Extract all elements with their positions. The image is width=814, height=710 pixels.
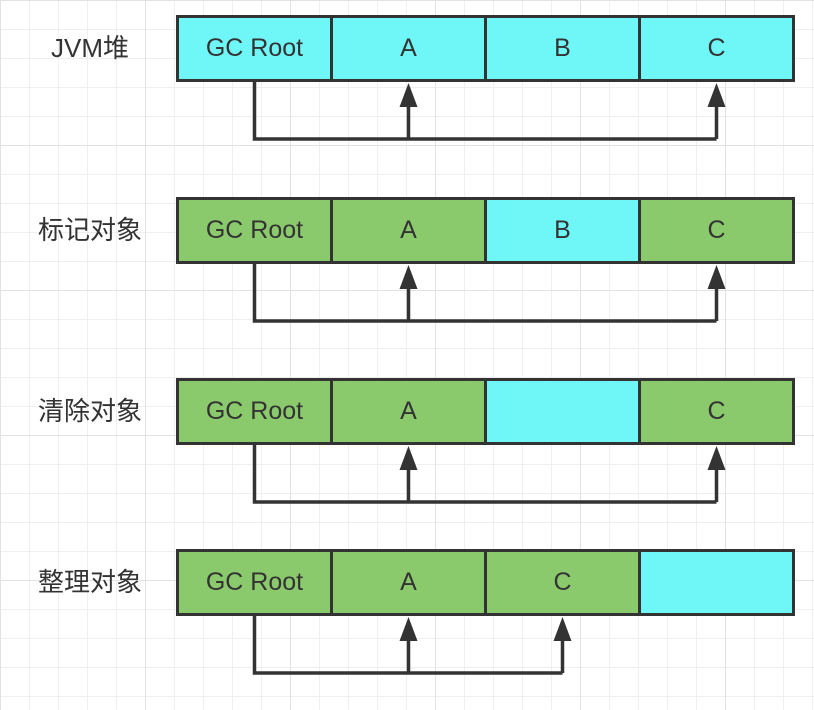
stage-row-jvm-heap: JVM堆 GC Root A B C xyxy=(0,15,814,147)
stage-row-sweep: 清除对象 GC Root A C xyxy=(0,378,814,510)
heap-cell-empty xyxy=(484,378,641,445)
stage-label: 清除对象 xyxy=(37,396,142,426)
heap-cell-a: A xyxy=(330,378,487,445)
arrowhead-icon xyxy=(399,617,418,641)
heap-cell-gc-root: GC Root xyxy=(176,549,333,616)
heap-cell-gc-root: GC Root xyxy=(176,197,333,264)
heap-cell-empty xyxy=(638,549,795,616)
heap-cell-gc-root: GC Root xyxy=(176,378,333,445)
heap-cell-b: B xyxy=(484,197,641,264)
stage-label: JVM堆 xyxy=(50,33,129,63)
stage-label: 标记对象 xyxy=(37,215,142,245)
arrow-path xyxy=(252,82,717,141)
arrow-path xyxy=(252,616,563,675)
heap-cell-c: C xyxy=(638,15,795,82)
arrowhead-icon xyxy=(399,265,418,289)
arrowhead-icon xyxy=(399,446,418,470)
stage-label: 整理对象 xyxy=(37,567,142,597)
arrowhead-icon xyxy=(707,446,726,470)
heap-cell-c: C xyxy=(484,549,641,616)
arrowhead-icon xyxy=(707,83,726,107)
arrowhead-icon xyxy=(399,83,418,107)
heap-cell-a: A xyxy=(330,549,487,616)
heap-bar: GC Root A C xyxy=(176,378,795,445)
stage-row-mark: 标记对象 GC Root A B C xyxy=(0,197,814,329)
arrow-path xyxy=(252,445,717,504)
arrowhead-icon xyxy=(553,617,572,641)
heap-cell-gc-root: GC Root xyxy=(176,15,333,82)
heap-cell-a: A xyxy=(330,15,487,82)
heap-bar: GC Root A B C xyxy=(176,197,795,264)
heap-bar: GC Root A B C xyxy=(176,15,795,82)
arrowhead-icon xyxy=(707,265,726,289)
heap-cell-b: B xyxy=(484,15,641,82)
arrow-path xyxy=(252,264,717,323)
heap-cell-c: C xyxy=(638,197,795,264)
heap-cell-a: A xyxy=(330,197,487,264)
heap-cell-c: C xyxy=(638,378,795,445)
stage-row-compact: 整理对象 GC Root A C xyxy=(0,549,814,681)
heap-bar: GC Root A C xyxy=(176,549,795,616)
